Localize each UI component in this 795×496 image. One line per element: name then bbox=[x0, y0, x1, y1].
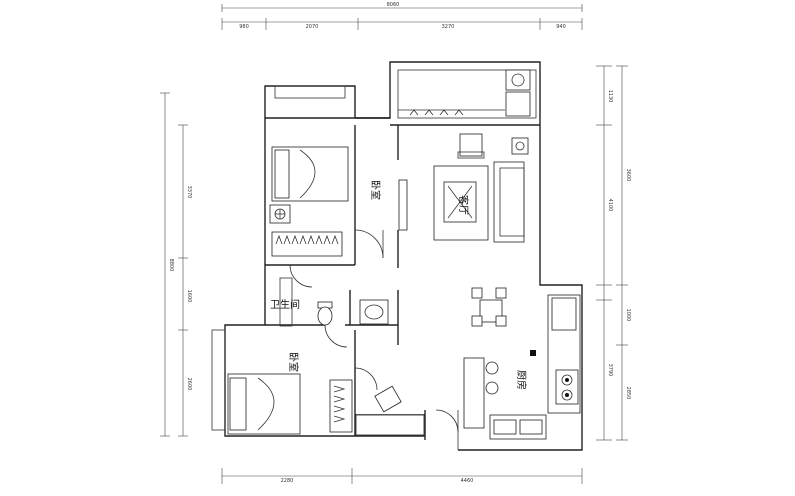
dim-right-seg-6: 2850 bbox=[625, 387, 631, 400]
kitchen-sink bbox=[493, 419, 517, 435]
dining-set bbox=[471, 287, 507, 327]
fridge bbox=[551, 297, 577, 331]
top-dimension-chain: 8060 980 2070 3270 940 bbox=[221, 2, 583, 30]
doors bbox=[289, 229, 459, 450]
washing-machine bbox=[505, 91, 531, 117]
dim-right-seg-1: 1130 bbox=[607, 90, 613, 103]
exterior-walls bbox=[211, 61, 583, 451]
dim-left-seg-3: 2600 bbox=[186, 378, 192, 391]
room-label-bedroom-upper: 卧室 bbox=[369, 180, 382, 200]
dim-right-seg-2: 3600 bbox=[625, 169, 631, 182]
room-label-living: 客厅 bbox=[457, 195, 470, 215]
wardrobe bbox=[271, 231, 343, 257]
armchair bbox=[459, 133, 483, 157]
dim-right-seg-4: 1000 bbox=[625, 309, 631, 322]
room-label-bathroom: 卫生间 bbox=[270, 298, 300, 311]
right-dimension-chain: 1130 4100 3790 3600 1000 2850 bbox=[596, 65, 631, 441]
balcony-fixtures bbox=[409, 69, 531, 117]
fridge-marker bbox=[530, 350, 536, 356]
dim-top-seg-4: 940 bbox=[556, 24, 566, 30]
desk-chair bbox=[374, 385, 402, 413]
dim-top-seg-2: 2070 bbox=[306, 24, 319, 30]
wardrobe-hangers bbox=[275, 234, 339, 245]
kitchen-fixtures: 厨房 bbox=[463, 294, 581, 440]
bathroom-fixtures: 卫生间 bbox=[270, 277, 389, 327]
bar-stool bbox=[485, 381, 499, 395]
bar-counter bbox=[463, 357, 485, 429]
tv-cabinet bbox=[398, 179, 408, 231]
sofa bbox=[493, 161, 525, 243]
dim-right-seg-3: 4100 bbox=[607, 199, 613, 212]
dim-bottom-seg-1: 2280 bbox=[281, 478, 294, 484]
dim-top-seg-3: 3270 bbox=[442, 24, 455, 30]
dim-left-seg-2: 1600 bbox=[186, 290, 192, 303]
upper-bedroom-furniture: 卧室 bbox=[269, 146, 382, 257]
laundry-sink bbox=[505, 69, 531, 91]
dim-left-seg-1: 3370 bbox=[186, 186, 192, 199]
stove bbox=[555, 369, 579, 405]
dim-top-seg-1: 980 bbox=[239, 24, 249, 30]
dim-left-total: 8800 bbox=[168, 259, 174, 272]
dim-bottom-seg-2: 4460 bbox=[461, 478, 474, 484]
room-label-kitchen: 厨房 bbox=[515, 370, 528, 390]
living-room-furniture: 客厅 bbox=[398, 133, 529, 243]
bar-stool bbox=[485, 361, 499, 375]
room-label-bedroom-lower: 卧室 bbox=[287, 352, 300, 372]
bottom-dimension-chain: 2280 4460 bbox=[221, 468, 583, 484]
wardrobe-lower bbox=[329, 379, 353, 433]
dim-top-total: 8060 bbox=[387, 2, 400, 8]
dim-right-seg-5: 3790 bbox=[607, 364, 613, 377]
side-table bbox=[511, 137, 529, 155]
lower-bedroom-furniture: 卧室 bbox=[227, 352, 425, 436]
left-dimension-chain: 8800 3370 1600 2600 bbox=[160, 92, 192, 437]
washbasin bbox=[359, 299, 389, 325]
desk bbox=[355, 414, 425, 436]
toilet bbox=[317, 306, 333, 326]
